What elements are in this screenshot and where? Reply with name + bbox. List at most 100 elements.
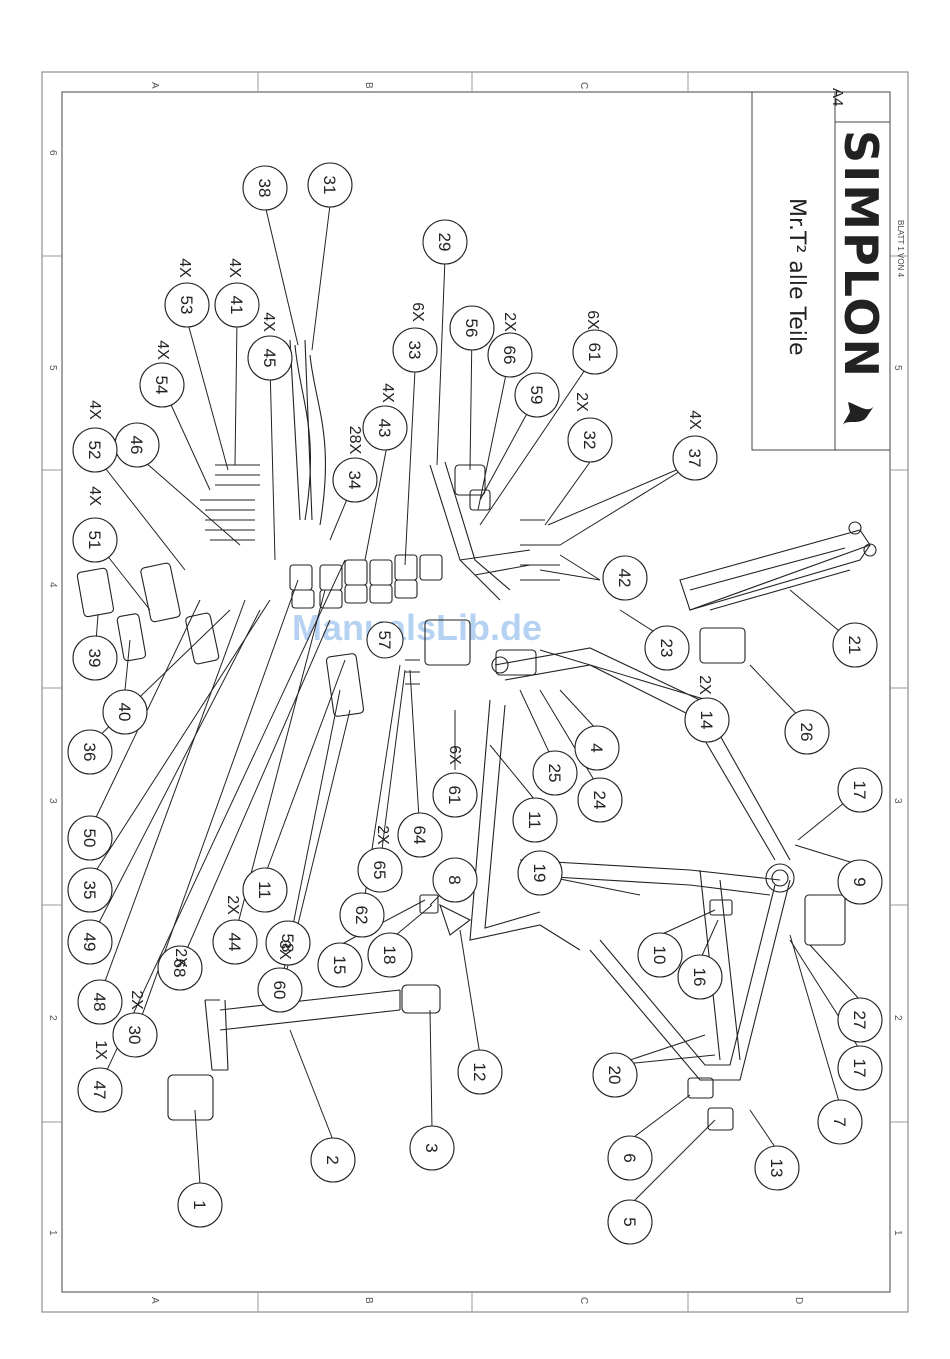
- callout-num: 18: [380, 946, 399, 965]
- zone-ticks: [42, 72, 908, 1312]
- callout-num: 40: [115, 703, 134, 722]
- callout-num: 21: [845, 636, 864, 655]
- zone-letter: D: [793, 1297, 804, 1304]
- qty-label: 1X: [92, 1040, 109, 1060]
- callout-61a: [572, 329, 618, 375]
- callout-39: [72, 635, 118, 681]
- callout-25: [532, 750, 578, 796]
- dropout: [707, 1107, 734, 1131]
- callout-49: [67, 919, 113, 965]
- cable-stop: [419, 894, 439, 914]
- callout-num: 48: [90, 993, 109, 1012]
- callout-20: [592, 1052, 638, 1098]
- callout-26: [784, 709, 830, 755]
- callout-num: 11: [255, 881, 274, 899]
- zone-number: 4: [47, 582, 58, 588]
- basebar: [294, 344, 327, 526]
- callout-51: [72, 517, 118, 563]
- callout-50: [67, 815, 113, 861]
- zone-letter: A: [149, 82, 160, 89]
- bracket: [687, 1077, 714, 1099]
- callout-33: [392, 327, 438, 373]
- callout-num: 13: [767, 1159, 786, 1178]
- seatpost-insert: [401, 984, 441, 1014]
- qty-label: 2X: [224, 895, 241, 915]
- callout-6: [607, 1135, 653, 1181]
- zone-labels: A B C A B C D 6 5 4 3 2 1 5 3 2 1: [47, 82, 903, 1304]
- front-brake: [699, 627, 746, 664]
- callout-num: 2: [323, 1155, 342, 1164]
- outer-border: [41, 71, 909, 1313]
- frame-chain-stay-inner: [599, 884, 776, 1066]
- callout-num: 58: [278, 934, 297, 953]
- extension-bar: [289, 339, 313, 521]
- callout-68: [157, 945, 203, 991]
- frame-down-tube: [469, 699, 581, 951]
- callout-num: 23: [657, 639, 676, 658]
- callout-23: [644, 625, 690, 671]
- callout-num: 17: [850, 1059, 869, 1078]
- brand-wordmark: SIMPLON: [834, 130, 888, 379]
- callout-num: 30: [125, 1026, 144, 1045]
- stack-spacers: [289, 554, 443, 609]
- inner-border: [61, 91, 891, 1293]
- callout-12: [457, 1049, 503, 1095]
- callout-num: 60: [270, 981, 289, 1000]
- callout-num: 38: [255, 179, 274, 198]
- callout-num: 45: [260, 349, 279, 368]
- callout-num: 46: [127, 436, 146, 455]
- zone-letter: B: [363, 82, 374, 89]
- frame-down-tube-inner: [484, 704, 541, 929]
- callout-num: 44: [225, 933, 244, 952]
- callout-bubbles: [67, 162, 883, 1245]
- qty-label: 4X: [154, 340, 171, 360]
- zone-number: 1: [892, 1230, 903, 1236]
- callout-num: 47: [90, 1081, 109, 1100]
- callout-37: [672, 435, 718, 481]
- callout-42: [602, 555, 648, 601]
- sheet-info: BLATT 1 VON 4: [896, 220, 905, 278]
- parts-artwork: [76, 339, 877, 1131]
- paper-size: A4: [829, 88, 846, 106]
- callout-num: 61: [585, 343, 604, 362]
- callout-num: 59: [527, 386, 546, 405]
- callout-num: 43: [375, 419, 394, 438]
- callout-13: [754, 1145, 800, 1191]
- callout-num: 39: [85, 649, 104, 668]
- qty-label: 4X: [86, 400, 103, 420]
- callout-num: 42: [615, 569, 634, 588]
- armrest-cup: [140, 562, 181, 623]
- fork-leg-lower: [689, 544, 871, 611]
- qty-label: 2X: [172, 948, 189, 968]
- stem-arm: [459, 549, 531, 576]
- frame-chain-stay: [589, 879, 791, 1081]
- zone-letter: C: [578, 82, 589, 89]
- callout-64: [397, 812, 443, 858]
- callout-53: [164, 282, 210, 328]
- zone-number: 2: [47, 1015, 58, 1021]
- qty-label: 4X: [226, 258, 243, 278]
- stem: [429, 461, 511, 601]
- callout-num: 56: [462, 319, 481, 338]
- callout-num: 34: [345, 471, 364, 490]
- title-block: A4 Mr.T² alle Teile SIMPLON BLATT 1 VON …: [751, 88, 905, 451]
- bottom-bracket: [765, 863, 795, 893]
- callout-num: 29: [435, 233, 454, 252]
- callout-66: [487, 332, 533, 378]
- callout-num: 12: [470, 1063, 489, 1082]
- qty-label: 4X: [86, 486, 103, 506]
- callout-35: [67, 867, 113, 913]
- zone-number: 1: [47, 1230, 58, 1236]
- callout-num: 68: [170, 959, 189, 978]
- callout-num: 17: [850, 781, 869, 800]
- callout-num: 7: [830, 1117, 849, 1126]
- callout-num: 61: [445, 786, 464, 805]
- brake-mount: [709, 899, 733, 916]
- callout-15: [317, 942, 363, 988]
- qty-label: 2X: [128, 990, 145, 1010]
- callout-num: 9: [850, 877, 869, 886]
- callout-num: 41: [227, 296, 246, 315]
- armrest-pad: [76, 567, 115, 618]
- callout-3: [409, 1125, 455, 1171]
- callout-num: 35: [80, 881, 99, 900]
